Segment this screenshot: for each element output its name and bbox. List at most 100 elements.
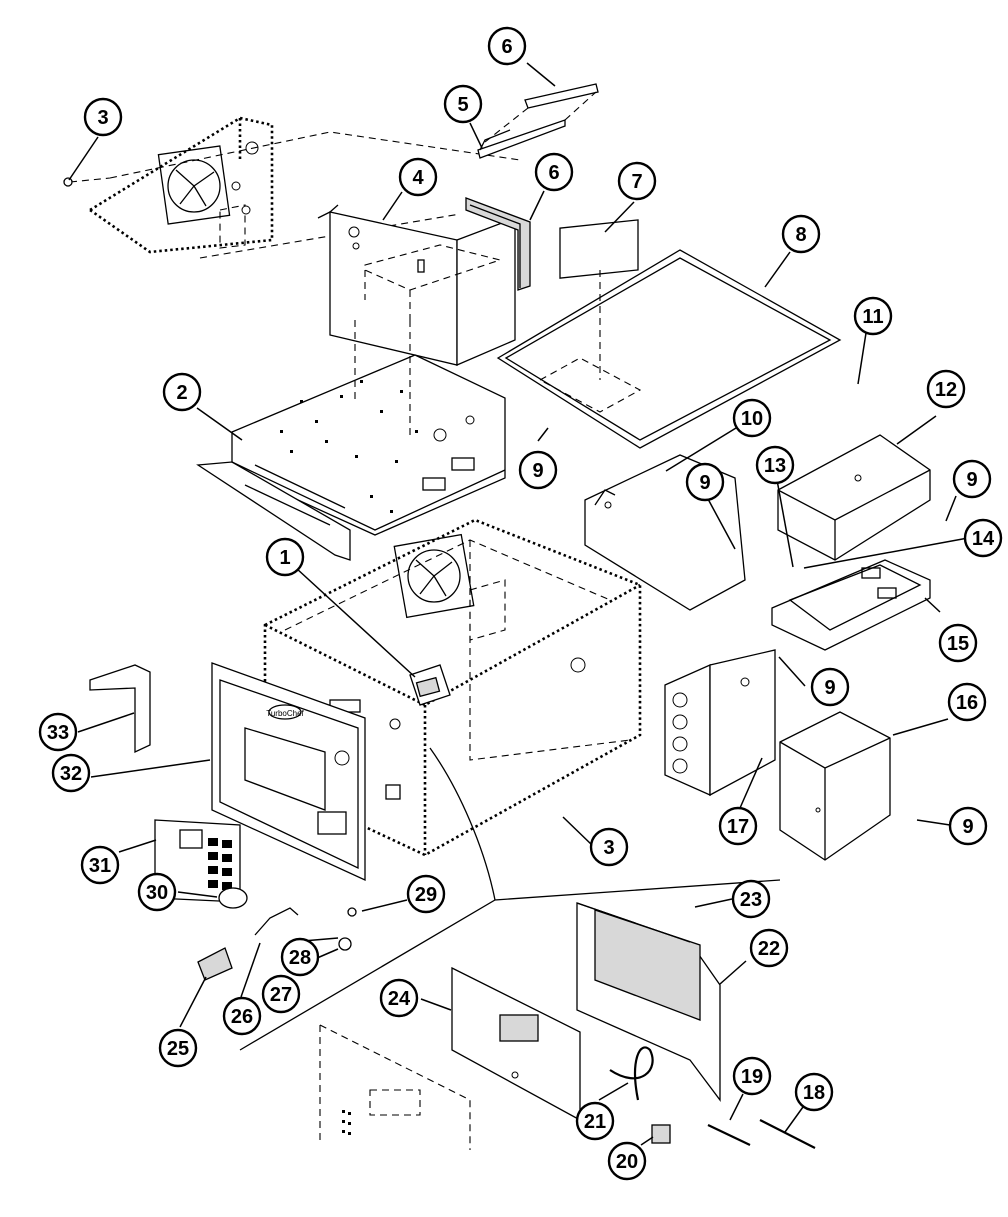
callout-9: 9 — [518, 450, 558, 490]
callout-number: 8 — [795, 224, 806, 246]
callout-6: 6 — [534, 152, 574, 192]
callout-number: 15 — [947, 633, 969, 655]
parts-artwork: TurboChef — [63, 83, 931, 1150]
cover-12 — [777, 434, 931, 561]
callout-number: 14 — [972, 528, 995, 550]
callout-number: 9 — [699, 472, 710, 494]
callout-circle — [731, 879, 771, 919]
callout-number: 19 — [741, 1066, 763, 1088]
callout-circle — [575, 1101, 615, 1141]
callout-number: 9 — [966, 469, 977, 491]
callout-8: 8 — [781, 214, 821, 254]
callout-number: 7 — [631, 171, 642, 193]
callout-number: 22 — [758, 938, 780, 960]
callout-circle — [938, 623, 978, 663]
callout-circle — [617, 161, 657, 201]
callout-circle — [406, 874, 446, 914]
housing-22 — [576, 902, 721, 1102]
callout-circle — [518, 450, 558, 490]
callout-circle — [443, 84, 483, 124]
callout-circle — [963, 518, 1003, 558]
callout-number: 3 — [603, 837, 614, 859]
callout-3: 3 — [83, 97, 123, 137]
callout-number: 3 — [97, 107, 108, 129]
callout-number: 6 — [548, 162, 559, 184]
callout-number: 4 — [412, 167, 424, 189]
callout-9: 9 — [685, 462, 725, 502]
callout-circle — [685, 462, 725, 502]
callout-circle — [265, 537, 305, 577]
callout-29: 29 — [406, 874, 446, 914]
callout-number: 21 — [584, 1111, 606, 1133]
callout-circle — [853, 296, 893, 336]
callout-20: 20 — [607, 1141, 647, 1181]
callout-28: 28 — [280, 937, 320, 977]
tray-15 — [771, 559, 931, 651]
keypad — [154, 819, 241, 903]
callout-number: 31 — [89, 855, 111, 877]
callout-circle — [487, 26, 527, 66]
leader-lines — [68, 62, 969, 1146]
callout-number: 30 — [146, 882, 168, 904]
callout-number: 2 — [176, 382, 187, 404]
callout-15: 15 — [938, 623, 978, 663]
callout-circle — [534, 152, 574, 192]
callout-7: 7 — [617, 161, 657, 201]
callout-number: 18 — [803, 1082, 825, 1104]
callout-number: 17 — [727, 816, 749, 838]
callout-number: 10 — [741, 408, 763, 430]
callout-circle — [51, 753, 91, 793]
cable-ties-grommet — [651, 1119, 816, 1149]
callout-circle — [589, 827, 629, 867]
callout-13: 13 — [755, 445, 795, 485]
label-plate — [559, 219, 639, 279]
callout-number: 28 — [289, 947, 311, 969]
callout-18: 18 — [794, 1072, 834, 1112]
callout-14: 14 — [963, 518, 1003, 558]
callout-number: 12 — [935, 379, 957, 401]
gasket-33 — [89, 664, 151, 754]
callout-4: 4 — [398, 157, 438, 197]
callout-circle — [162, 372, 202, 412]
callout-6: 6 — [487, 26, 527, 66]
callout-circle — [398, 157, 438, 197]
filter-strips — [477, 83, 599, 159]
callout-circle — [38, 712, 78, 752]
callout-26: 26 — [222, 996, 262, 1036]
callout-24: 24 — [379, 978, 419, 1018]
callout-circle — [926, 369, 966, 409]
callout-circle — [280, 937, 320, 977]
callout-number: 25 — [167, 1038, 189, 1060]
callout-circle — [732, 1056, 772, 1096]
callout-circle — [810, 667, 850, 707]
front-bezel: TurboChef — [211, 662, 366, 882]
callout-number: 16 — [956, 692, 978, 714]
callout-number: 23 — [740, 889, 762, 911]
callout-circle — [607, 1141, 647, 1181]
callout-number: 33 — [47, 722, 69, 744]
callout-number: 27 — [270, 984, 292, 1006]
callout-circle — [379, 978, 419, 1018]
callout-16: 16 — [947, 682, 987, 722]
cover-16 — [779, 711, 891, 861]
callout-number: 24 — [388, 988, 411, 1010]
callout-circle — [732, 398, 772, 438]
base-plate — [196, 320, 506, 561]
callout-circle — [947, 682, 987, 722]
ribbon-cable-21 — [609, 1046, 654, 1101]
callout-circle — [222, 996, 262, 1036]
bracket-17 — [664, 649, 776, 797]
logo-text: TurboChef — [266, 709, 304, 718]
top-panel — [496, 249, 842, 449]
callout-number: 9 — [824, 677, 835, 699]
callout-9: 9 — [948, 806, 988, 846]
callout-9: 9 — [952, 459, 992, 499]
callout-23: 23 — [731, 879, 771, 919]
lower-cabinet-fragment — [319, 1024, 471, 1150]
callout-number: 9 — [962, 816, 973, 838]
fan-assembly-upper — [63, 116, 521, 259]
callout-circle — [749, 928, 789, 968]
callout-circle — [781, 214, 821, 254]
callout-17: 17 — [718, 806, 758, 846]
